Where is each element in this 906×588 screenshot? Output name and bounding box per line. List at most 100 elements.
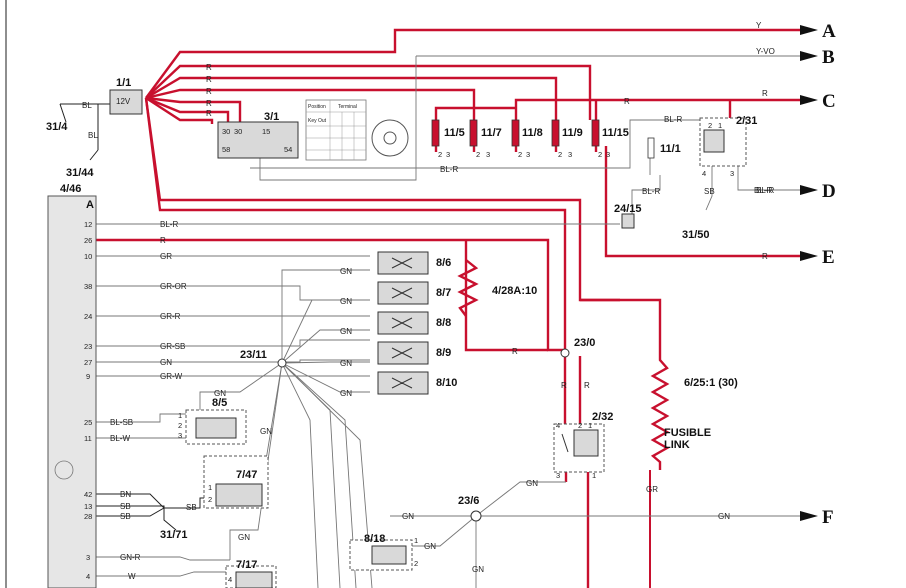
- relay-32-pin: 1: [592, 471, 596, 480]
- output-c-letter: C: [822, 91, 836, 112]
- label-2-32: 2/32: [592, 411, 613, 423]
- wire-gn-ecu: GN: [160, 358, 172, 367]
- wire-gn-4: GN: [340, 359, 352, 368]
- label-31-4: 31/4: [46, 121, 68, 133]
- wire-gn-2: GN: [340, 297, 352, 306]
- relay-32-pin: 1: [588, 421, 592, 430]
- fuse-pin: 2: [518, 150, 522, 159]
- wire-gr-w: GR-W: [160, 372, 183, 381]
- splice-23-6: [470, 510, 482, 522]
- wire-r-c2: R: [624, 97, 630, 106]
- sensor-8-18-pin: 2: [414, 559, 418, 568]
- fuse-pin: 2: [438, 150, 442, 159]
- fuse-pin: 3: [526, 150, 530, 159]
- relay-pin: 2: [708, 121, 712, 130]
- label-7-47: 7/47: [236, 469, 257, 481]
- wire-sb-4: SB: [186, 503, 197, 512]
- label-8-6: 8/6: [436, 257, 451, 269]
- wire-r-23-0b: R: [584, 381, 590, 390]
- wire-r-2: R: [206, 75, 212, 84]
- battery-box: [109, 89, 143, 115]
- wire-bl-r-3: BL-R: [754, 186, 772, 195]
- output-f-letter: F: [822, 507, 834, 528]
- output-arrows: [800, 25, 818, 521]
- label-23-6: 23/6: [458, 495, 479, 507]
- label-24-15: 24/15: [614, 203, 642, 215]
- wire-bl-r-1: BL-R: [440, 165, 458, 174]
- relay-pin: 1: [718, 121, 722, 130]
- switch-pin-15: 15: [262, 127, 270, 136]
- sensor-7-47-pin: 1: [208, 483, 212, 492]
- relay-32-pin: 4: [556, 421, 560, 430]
- wire-bn: BN: [120, 490, 131, 499]
- wire-gn-3: GN: [340, 327, 352, 336]
- label-8-10: 8/10: [436, 377, 457, 389]
- wire-bl-w: BL-W: [110, 434, 130, 443]
- label-6-25: 6/25:1 (30): [684, 377, 738, 389]
- wire-gr-2: GR: [646, 485, 658, 494]
- output-e-letter: E: [822, 247, 835, 268]
- label-7-17: 7/17: [236, 559, 257, 571]
- wire-bl-2: BL: [88, 131, 98, 140]
- ecu-pin-26: 26: [84, 236, 92, 245]
- ecu-pin-3: 3: [86, 553, 90, 562]
- wire-bl-r-4: BL-R: [642, 187, 660, 196]
- ecu-pin-10: 10: [84, 252, 92, 261]
- switch-table-grid: [306, 100, 366, 160]
- battery-voltage: 12V: [116, 97, 131, 106]
- wire-sb-2: SB: [120, 502, 131, 511]
- fuse-pin: 2: [558, 150, 562, 159]
- wire-label-e: R: [762, 252, 768, 261]
- output-d-letter: D: [822, 181, 836, 202]
- output-b-letter: B: [822, 47, 835, 68]
- ecu-4-46: [47, 195, 97, 588]
- wire-bl-sb: BL-SB: [110, 418, 133, 427]
- label-23-0: 23/0: [574, 337, 595, 349]
- wire-r-3: R: [206, 87, 212, 96]
- label-31-50: 31/50: [682, 229, 710, 241]
- ecu-pin-38: 38: [84, 282, 92, 291]
- fuses: [431, 119, 655, 159]
- ecu-pin-13: 13: [84, 502, 92, 511]
- wire-gn-7: GN: [260, 427, 272, 436]
- ground-ticks: [59, 103, 99, 161]
- ignition-switch-box: [217, 121, 299, 159]
- wire-w: W: [128, 572, 136, 581]
- fuse-pin: 3: [568, 150, 572, 159]
- ecu-pin-27: 27: [84, 358, 92, 367]
- sensor-7-47-pin: 2: [208, 495, 212, 504]
- ecu-pin-12: 12: [84, 220, 92, 229]
- ecu-pin-24: 24: [84, 312, 92, 321]
- switch-table-row-keyout: Key Out: [308, 118, 327, 124]
- resistor-4-28a: [457, 259, 479, 317]
- wire-label-b: Y-VO: [756, 47, 775, 56]
- sensor-8-5-pin: 3: [178, 431, 182, 440]
- label-4-46-a: A: [86, 199, 94, 211]
- wire-gr-r: GR-R: [160, 312, 181, 321]
- ecu-symbol: [54, 460, 74, 480]
- wire-sb-1: SB: [704, 187, 715, 196]
- relay-pin: 4: [702, 169, 706, 178]
- label-31-44: 31/44: [66, 167, 94, 179]
- signal-wires: [60, 55, 800, 588]
- wire-bl-1: BL: [82, 101, 92, 110]
- wire-r-ecu: R: [160, 236, 166, 245]
- label-8-8: 8/8: [436, 317, 451, 329]
- sensor-8-5-pin: 2: [178, 421, 182, 430]
- label-11-7: 11/7: [481, 127, 502, 139]
- relay-32-pin: 2: [578, 421, 582, 430]
- label-8-18: 8/18: [364, 533, 385, 545]
- label-8-7: 8/7: [436, 287, 451, 299]
- label-1-1: 1/1: [116, 77, 131, 89]
- ecu-pin-42: 42: [84, 490, 92, 499]
- label-8-9: 8/9: [436, 347, 451, 359]
- switch-pin-30a: 30: [222, 127, 230, 136]
- sensor-8-18-pin: 1: [414, 536, 418, 545]
- fuse-pin: 3: [486, 150, 490, 159]
- fuse-pin: 2: [476, 150, 480, 159]
- label-23-11: 23/11: [240, 349, 267, 361]
- key-symbol: [371, 119, 409, 157]
- fusible-link-line1: FUSIBLE: [664, 427, 711, 439]
- switch-pin-54: 54: [284, 145, 292, 154]
